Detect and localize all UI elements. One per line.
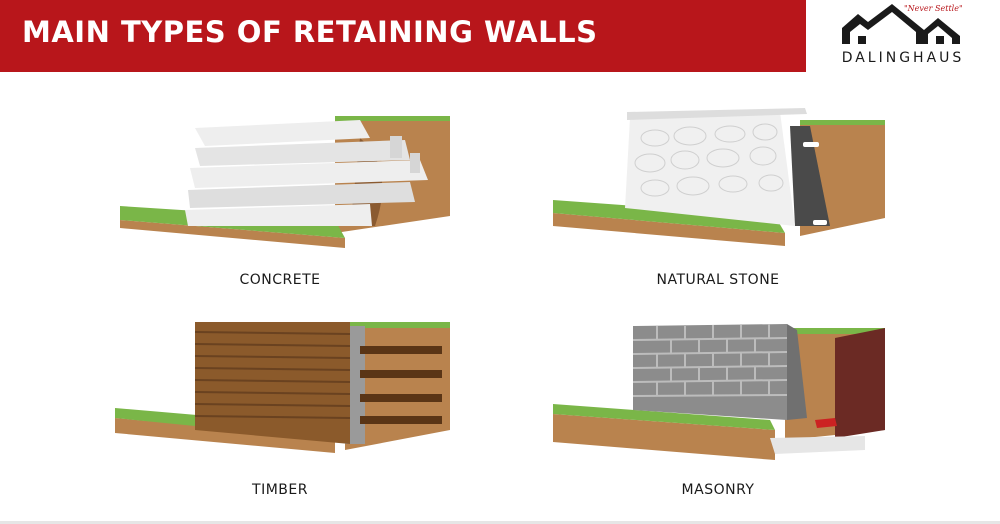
wall-panel-natural-stone: NATURAL STONE <box>545 108 890 288</box>
masonry-wall-illustration <box>553 324 885 460</box>
wall-panel-masonry: MASONRY <box>545 318 890 498</box>
timber-wall-illustration <box>115 322 450 453</box>
wall-label-concrete: CONCRETE <box>239 272 321 288</box>
logo-wordmark: DALINGHAUS <box>841 50 965 66</box>
natural-stone-wall-illustration <box>553 108 885 246</box>
wall-panel-timber: TIMBER <box>110 318 450 498</box>
company-logo: "Never Settle" DALINGHAUS <box>828 0 988 72</box>
wall-panel-concrete: CONCRETE <box>110 108 450 288</box>
wall-label-timber: TIMBER <box>252 482 308 498</box>
header-banner: MAIN TYPES OF RETAINING WALLS <box>0 0 806 72</box>
logo-tagline: "Never Settle" <box>904 4 963 13</box>
wall-label-natural-stone: NATURAL STONE <box>656 272 780 288</box>
page-title: MAIN TYPES OF RETAINING WALLS <box>22 15 598 49</box>
concrete-wall-illustration <box>120 116 450 248</box>
house-roof-icon <box>842 4 960 44</box>
bottom-divider <box>0 521 1000 524</box>
wall-label-masonry: MASONRY <box>681 482 755 498</box>
